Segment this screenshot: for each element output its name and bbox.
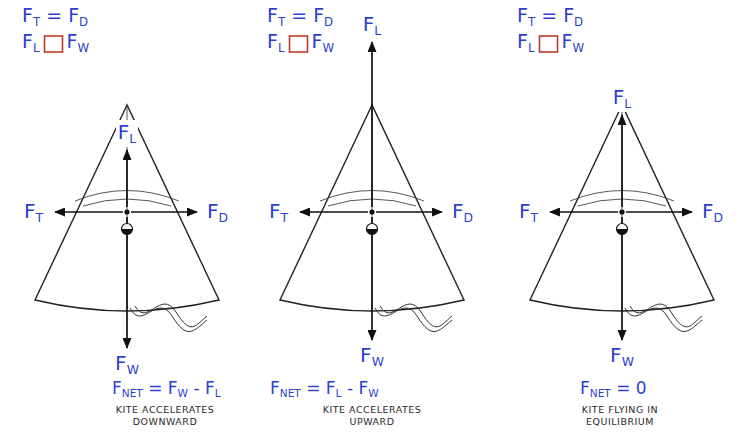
- kite-tail: [135, 304, 207, 327]
- center-of-mass: [367, 224, 378, 235]
- force-label: FT: [267, 199, 290, 226]
- force-arrow: [371, 42, 373, 207]
- force-arrow: [376, 211, 442, 213]
- force-label: FL: [361, 12, 383, 39]
- force-arrow: [626, 211, 692, 213]
- kite-tail: [630, 304, 702, 327]
- kite-tail: [375, 308, 452, 332]
- force-symbol: FL: [517, 30, 535, 55]
- force-symbol: FW: [312, 30, 335, 55]
- center-of-mass: [617, 224, 628, 235]
- kite-tail: [625, 308, 702, 332]
- center-of-mass: [122, 224, 133, 235]
- force-symbol: FW: [67, 30, 90, 55]
- kite-tail: [130, 308, 207, 332]
- force-equation: FT = FD: [517, 4, 583, 29]
- force-arrow: [621, 115, 623, 207]
- force-arrow: [131, 211, 197, 213]
- net-force-equation: FNET = FL - FW: [270, 378, 379, 400]
- force-arrow: [621, 217, 623, 340]
- force-label: FT: [22, 199, 45, 226]
- force-label: FL: [116, 120, 138, 147]
- pivot-dot: [619, 209, 624, 214]
- force-label: FD: [450, 199, 475, 226]
- comparison-box: [45, 36, 63, 52]
- force-arrow: [550, 211, 618, 213]
- net-force-equation: FNET = FW - FL: [112, 378, 221, 400]
- kite: [530, 105, 714, 340]
- comparison-box: [540, 36, 558, 52]
- force-symbol: FW: [562, 30, 585, 55]
- comparison-box: [290, 36, 308, 52]
- force-equation: FT = FD: [267, 4, 333, 29]
- force-arrow: [126, 217, 128, 348]
- force-symbol: FL: [267, 30, 285, 55]
- force-label: FT: [517, 199, 540, 226]
- force-label: FW: [358, 343, 386, 370]
- force-arrow: [126, 150, 128, 207]
- net-force-equation: FNET = 0: [580, 378, 647, 400]
- center-of-mass: [122, 229, 133, 235]
- pivot-dot: [369, 209, 374, 214]
- kite: [35, 105, 219, 348]
- force-arrow: [371, 217, 373, 340]
- force-symbol: FL: [22, 30, 40, 55]
- force-label: FW: [608, 343, 636, 370]
- force-arrow: [300, 211, 368, 213]
- force-label: FD: [700, 199, 725, 226]
- caption: KITE ACCELERATES DOWNWARD: [103, 404, 228, 428]
- pivot-dot: [124, 209, 129, 214]
- center-of-mass: [367, 229, 378, 235]
- force-arrow: [55, 211, 123, 213]
- center-of-mass: [617, 229, 628, 235]
- caption: KITE ACCELERATES UPWARD: [310, 404, 435, 428]
- kite-tail: [380, 304, 452, 327]
- force-label: FW: [113, 351, 141, 378]
- force-label: FD: [205, 199, 230, 226]
- force-equation: FT = FD: [22, 4, 88, 29]
- caption: KITE FLYING IN EQUILIBRIUM: [570, 404, 670, 428]
- kite: [280, 42, 464, 340]
- force-label: FL: [611, 85, 633, 112]
